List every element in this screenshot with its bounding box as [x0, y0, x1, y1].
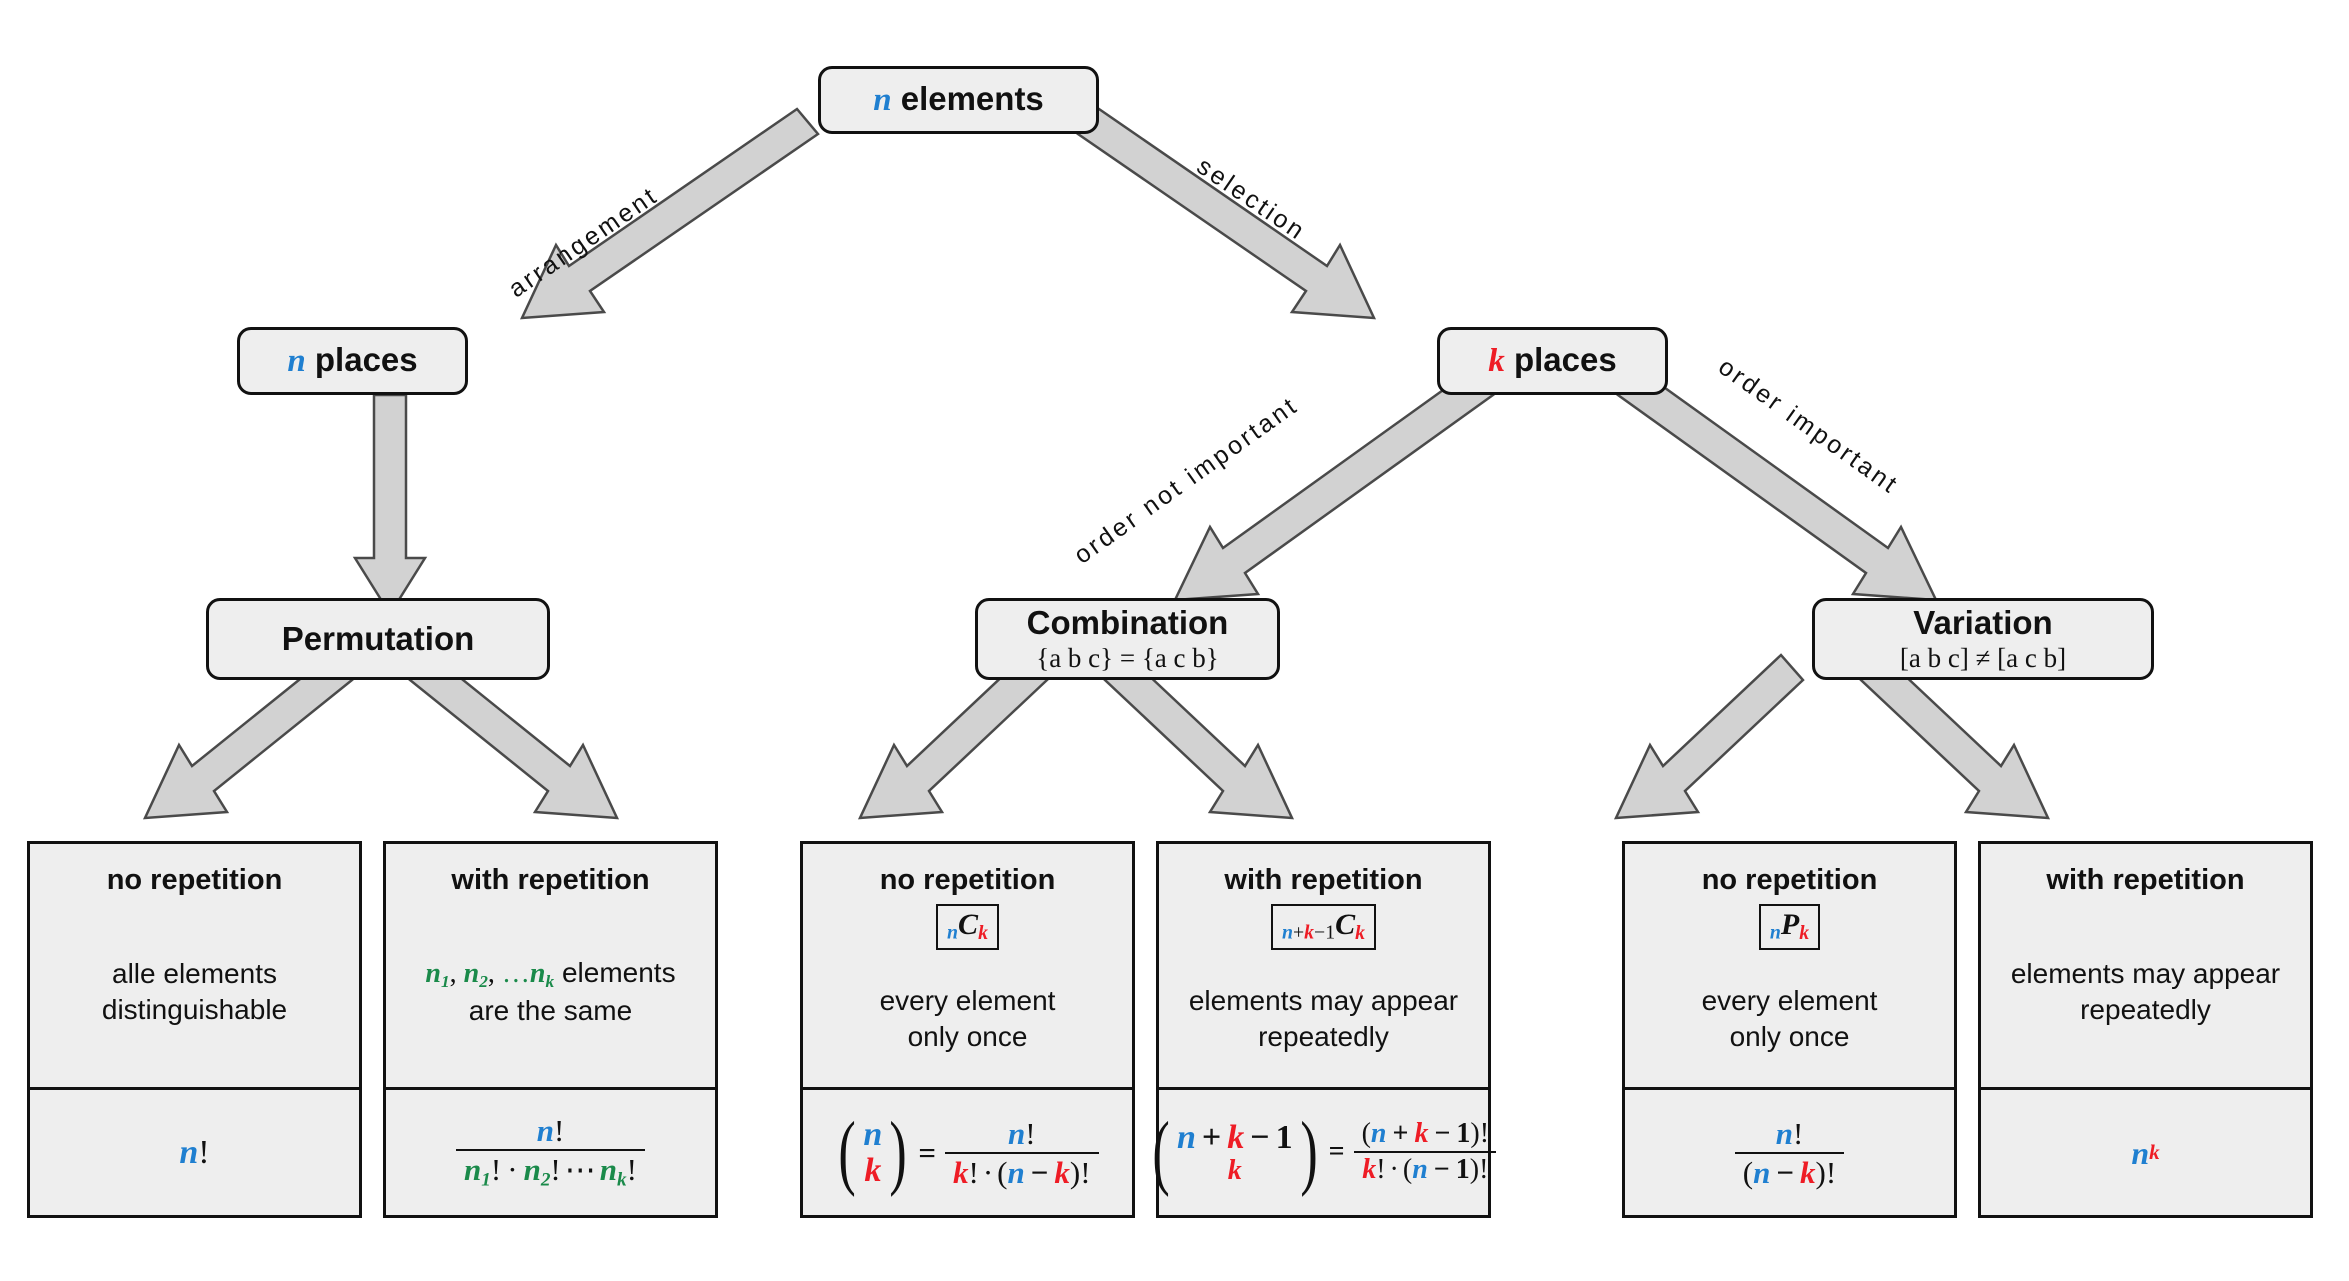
edge-label-order-not-important: order not important — [1068, 391, 1304, 570]
leaf-notation-nk1Ck: n+k−1Ck — [1270, 904, 1376, 951]
edge-n-places-permutation — [352, 393, 428, 617]
leaf-description: alle elements distinguishable — [94, 956, 295, 1028]
leaf-desc-line-2: only once — [1729, 1020, 1850, 1052]
node-variation-title: Variation — [1913, 603, 2053, 641]
edge-variation-norep — [1613, 653, 1805, 820]
symbol-n: n — [179, 1133, 199, 1171]
leaf-desc-line-1: every element — [879, 984, 1056, 1016]
leaf-title: with repetition — [2046, 864, 2245, 896]
leaf-title: no repetition — [106, 864, 283, 896]
leaf-variation-no-repetition[interactable]: no repetition nPk every element only onc… — [1622, 841, 1957, 1218]
leaf-desc-line-1: elements may appear — [2010, 958, 2281, 990]
leaf-body: no repetition nPk every element only onc… — [1625, 844, 1954, 1087]
symbol-k: k — [978, 922, 988, 945]
leaf-notation-nCk: nCk — [936, 904, 999, 951]
symbol-n: n — [873, 82, 892, 119]
leaf-desc-line-1: every element — [1701, 984, 1878, 1016]
node-n-places-label: n places — [287, 341, 418, 380]
node-permutation-title: Permutation — [281, 620, 475, 658]
node-combination-title: Combination — [1026, 603, 1229, 641]
node-n-elements[interactable]: n elements — [818, 66, 1099, 134]
node-n-places[interactable]: n places — [237, 327, 468, 395]
node-combination-subtitle: {a b c} = {a c b} — [1036, 642, 1219, 673]
leaf-description: every element only once — [1694, 983, 1886, 1055]
leaf-description: n1, n2, …nk elements are the same — [417, 955, 683, 1029]
leaf-combination-with-repetition[interactable]: with repetition n+k−1Ck elements may app… — [1152, 841, 1497, 1218]
leaf-description: elements may appear repeatedly — [2003, 956, 2288, 1028]
leaf-body: no repetition nCk every element only onc… — [803, 844, 1132, 1087]
leaf-formula: ( n k ) = n! k!·(n−k)! — [803, 1087, 1132, 1215]
edge-order-not-important — [1172, 368, 1495, 602]
symbol-n: n — [947, 921, 959, 944]
leaf-desc-line-2: are the same — [468, 995, 633, 1027]
edge-label-order-important: order important — [1713, 352, 1905, 500]
leaf-title: no repetition — [879, 864, 1056, 896]
node-permutation[interactable]: Permutation — [206, 598, 550, 680]
leaf-desc-line-2: repeatedly — [2080, 994, 2211, 1026]
leaf-combination-no-repetition[interactable]: no repetition nCk every element only onc… — [800, 841, 1135, 1218]
leaf-formula: n! — [30, 1087, 359, 1215]
symbol-C: C — [958, 908, 979, 942]
symbol-P: P — [1780, 908, 1800, 942]
node-variation-subtitle: [a b c] ≠ [a c b] — [1899, 642, 2067, 673]
leaf-body: no repetition alle elements distinguisha… — [30, 844, 359, 1087]
edge-selection — [1076, 107, 1377, 320]
node-variation[interactable]: Variation [a b c] ≠ [a c b] — [1812, 598, 2154, 680]
node-k-places[interactable]: k places — [1437, 327, 1668, 395]
symbol-n: n — [287, 343, 306, 380]
leaf-formula: ( n+k−1 k ) = (n+k−1)! k!·(n−1)! — [1152, 1087, 1497, 1215]
leaf-variation-with-repetition[interactable]: with repetition elements may appear repe… — [1978, 841, 2313, 1218]
leaf-desc-line-1: elements may appear — [1188, 984, 1459, 1016]
leaf-title: with repetition — [1224, 864, 1423, 896]
symbol-factorial: ! — [198, 1133, 210, 1171]
leaf-desc-line-2: only once — [907, 1020, 1028, 1052]
leaf-formula: n! (n−k)! — [1625, 1087, 1954, 1215]
leaf-desc-line-1: n1, n2, …nk elements — [425, 957, 676, 992]
edge-arrangement — [519, 107, 820, 320]
leaf-description: every element only once — [872, 983, 1064, 1055]
node-k-places-label: k places — [1488, 341, 1617, 380]
edge-label-arrangement: arrangement — [503, 181, 664, 304]
edge-label-selection: selection — [1191, 152, 1312, 247]
leaf-title: no repetition — [1701, 864, 1878, 896]
leaf-description: elements may appear repeatedly — [1181, 983, 1466, 1055]
leaf-body: with repetition n1, n2, …nk elements are… — [386, 844, 715, 1087]
leaf-permutation-with-repetition[interactable]: with repetition n1, n2, …nk elements are… — [383, 841, 718, 1218]
leaf-desc-line-2: distinguishable — [101, 994, 288, 1026]
node-combination[interactable]: Combination {a b c} = {a c b} — [975, 598, 1280, 680]
node-n-elements-label: n elements — [873, 80, 1044, 119]
leaf-desc-line-2: repeatedly — [1258, 1020, 1389, 1052]
leaf-desc-line-1: alle elements — [112, 958, 277, 990]
leaf-permutation-no-repetition[interactable]: no repetition alle elements distinguisha… — [27, 841, 362, 1218]
leaf-body: with repetition elements may appear repe… — [1981, 844, 2310, 1087]
leaf-formula: n! n1!·n2!⋯nk! — [386, 1087, 715, 1215]
leaf-body: with repetition n+k−1Ck elements may app… — [1159, 844, 1488, 1087]
leaf-notation-nPk: nPk — [1758, 904, 1821, 951]
leaf-title: with repetition — [451, 864, 650, 896]
symbol-k: k — [1488, 343, 1505, 380]
